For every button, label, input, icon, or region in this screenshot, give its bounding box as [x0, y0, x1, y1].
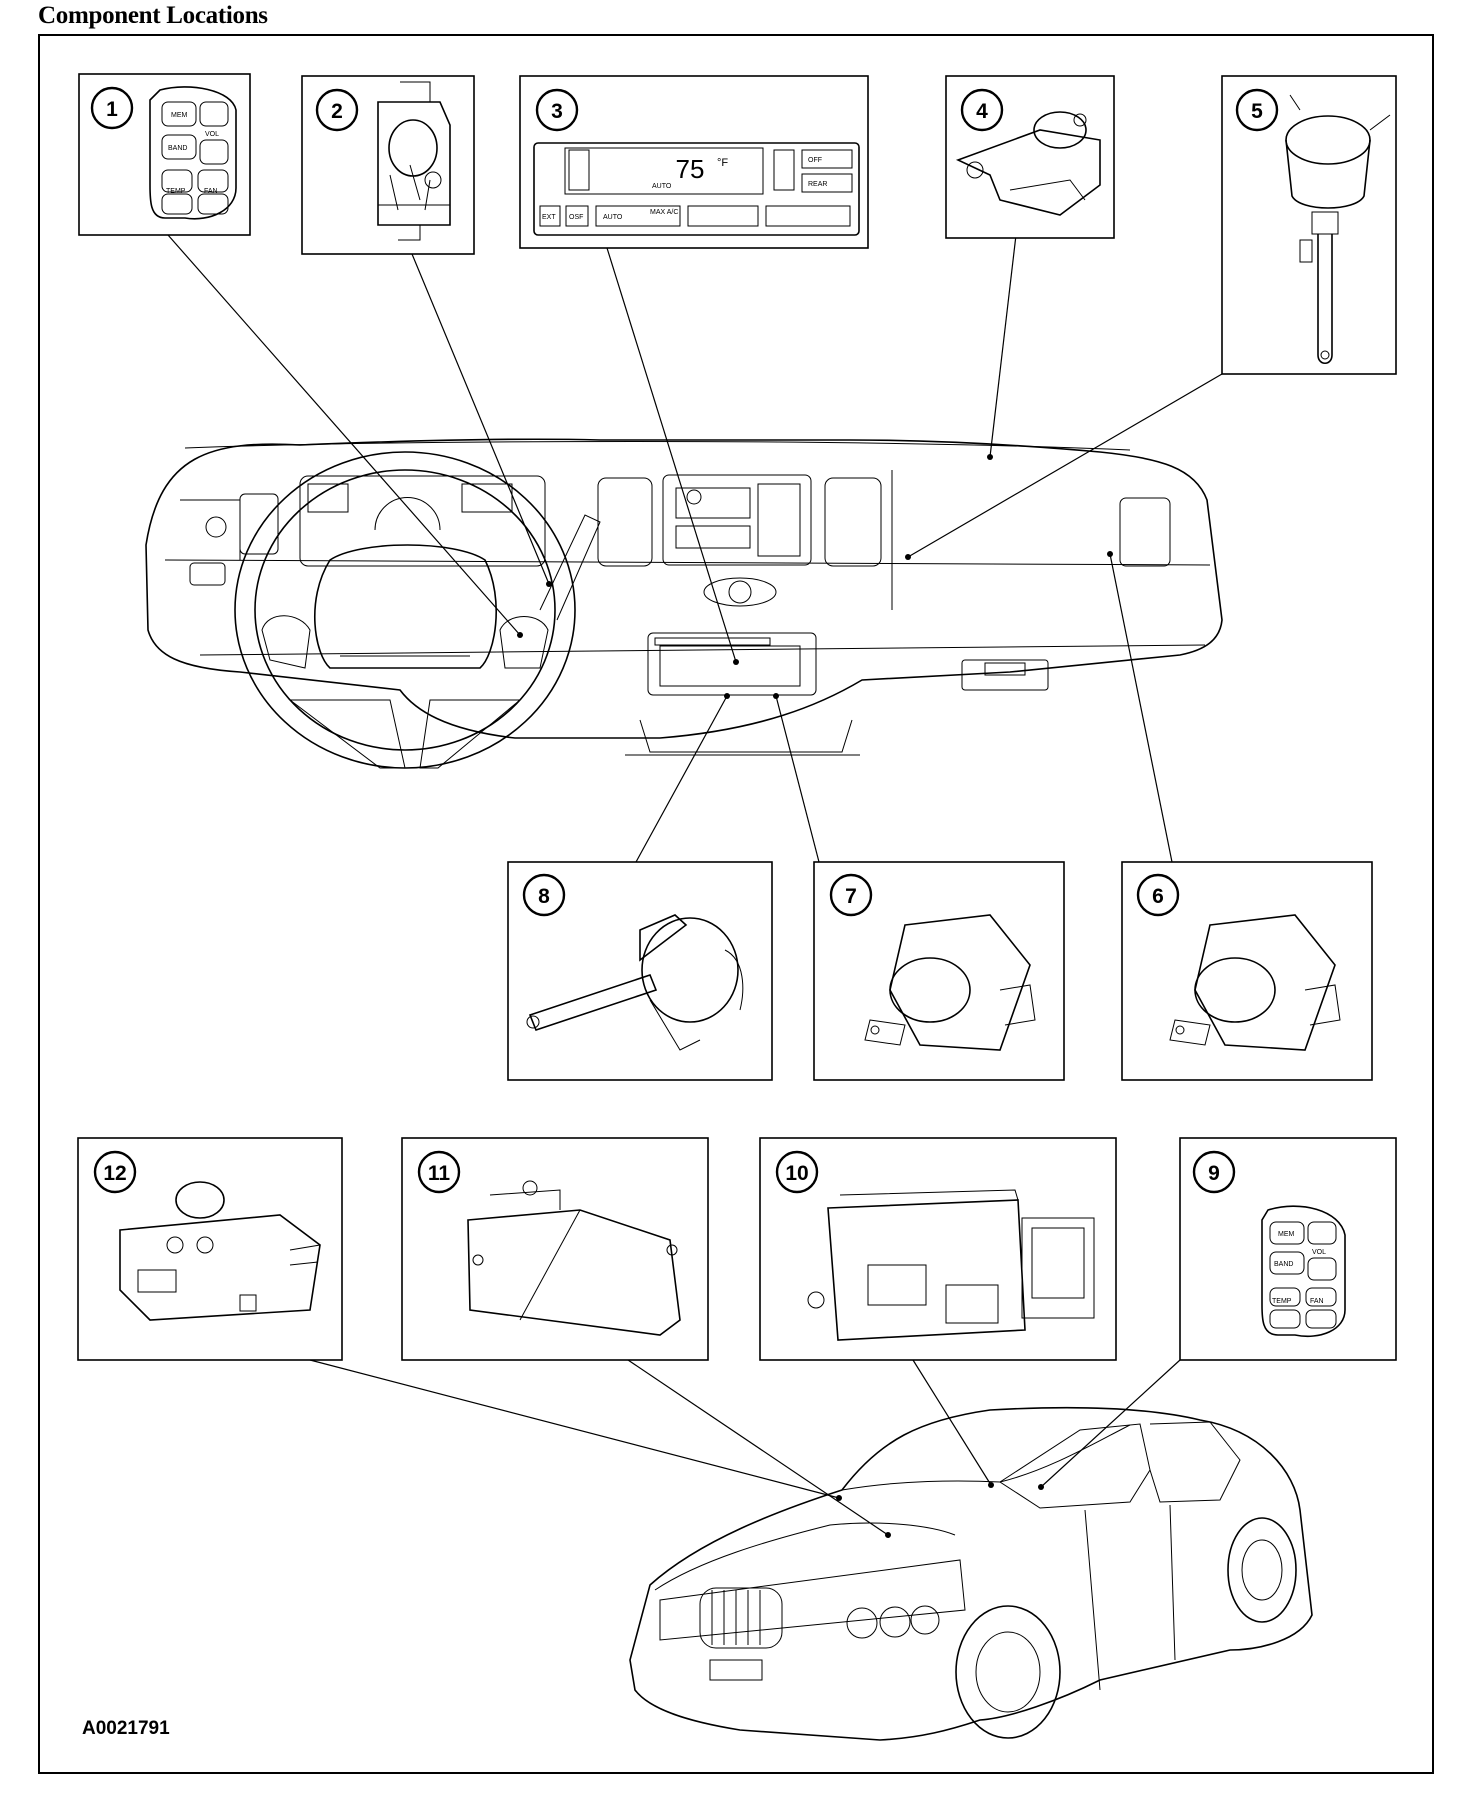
inset-7: 7 [813, 861, 1065, 1081]
svg-text:TEMP: TEMP [1272, 1298, 1292, 1305]
car-illustration [629, 1406, 1313, 1741]
svg-text:1: 1 [106, 98, 118, 121]
svg-text:OSF: OSF [569, 214, 583, 221]
svg-text:FAN: FAN [204, 188, 218, 195]
leader-lines [167, 234, 1223, 1536]
diagram-frame [38, 34, 1434, 1774]
svg-text:FAN: FAN [1310, 1298, 1324, 1305]
svg-text:MEM: MEM [1278, 1231, 1295, 1238]
svg-text:7: 7 [845, 885, 857, 908]
svg-text:OFF: OFF [808, 157, 822, 164]
svg-text:VOL: VOL [205, 131, 219, 138]
inset-6: 6 [1121, 861, 1373, 1081]
inset-12: 12 [77, 1137, 343, 1361]
svg-text:5: 5 [1251, 100, 1263, 123]
svg-text:2: 2 [331, 100, 343, 123]
inset-8: 8 [507, 861, 773, 1081]
svg-text:3: 3 [551, 100, 563, 123]
svg-text:AUTO: AUTO [652, 183, 672, 190]
svg-text:10: 10 [785, 1162, 808, 1185]
inset-11: 11 [401, 1137, 709, 1361]
figure-id: A0021791 [82, 1718, 170, 1739]
svg-text:VOL: VOL [1312, 1249, 1326, 1256]
svg-text:TEMP: TEMP [166, 188, 186, 195]
svg-text:REAR: REAR [808, 181, 827, 188]
inset-2: 2 [301, 75, 475, 255]
svg-text:MAX A/C: MAX A/C [650, 209, 678, 216]
svg-text:75: 75 [676, 154, 705, 184]
svg-text:9: 9 [1208, 1162, 1220, 1185]
inset-4: 4 [945, 75, 1115, 239]
inset-5: 5 [1221, 75, 1397, 375]
svg-text:AUTO: AUTO [603, 214, 623, 221]
inset-3: 3 75 °F AUTO OFF REAR EXT OSF AUTO MAX A… [519, 75, 869, 249]
inset-1: 1 MEM VOL BAND TEMP FAN [78, 73, 251, 236]
inset-10: 10 [759, 1137, 1117, 1361]
inset-9: 9 MEM VOL BAND TEMP FAN [1179, 1137, 1397, 1361]
svg-text:MEM: MEM [171, 112, 188, 119]
svg-text:BAND: BAND [1274, 1261, 1293, 1268]
svg-text:11: 11 [428, 1162, 451, 1185]
svg-text:4: 4 [976, 100, 988, 123]
svg-text:BAND: BAND [168, 145, 187, 152]
svg-text:8: 8 [538, 885, 550, 908]
page-title: Component Locations [38, 2, 268, 29]
svg-text:EXT: EXT [542, 214, 556, 221]
svg-text:°F: °F [717, 157, 728, 169]
svg-text:6: 6 [1152, 885, 1164, 908]
dashboard-illustration [145, 438, 1223, 769]
svg-text:12: 12 [103, 1162, 126, 1185]
